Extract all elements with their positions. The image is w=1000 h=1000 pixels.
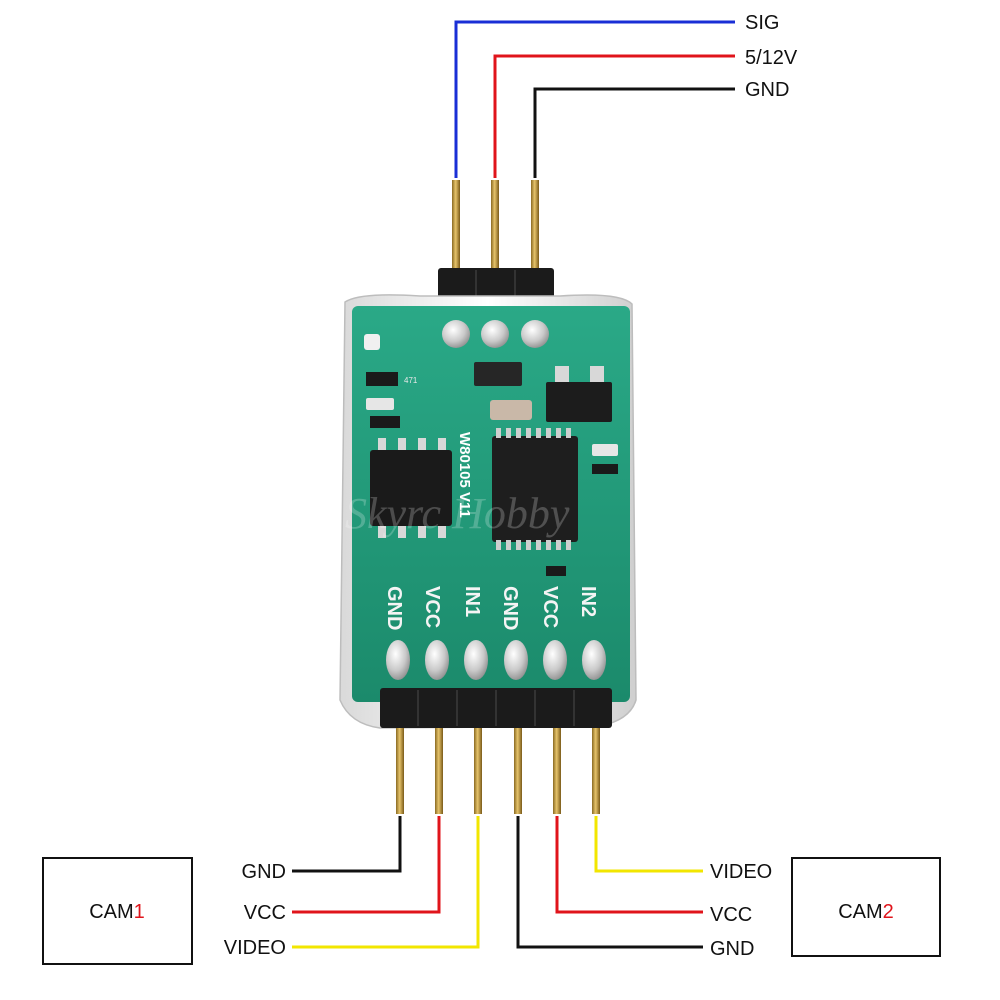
- chip-marking: W80105 V11: [456, 432, 473, 518]
- header-pin: [531, 180, 539, 272]
- top-pad: [521, 320, 549, 348]
- bottom-pad: [386, 640, 410, 680]
- bottom-pad: [425, 640, 449, 680]
- left-ic: [370, 438, 452, 538]
- header-pin: [592, 728, 600, 814]
- pin-label-vcc-2: VCC: [539, 586, 561, 628]
- pin-label-in1: IN1: [461, 586, 483, 617]
- video-switch-board: 471: [339, 294, 637, 729]
- resistor-marking: 471: [404, 376, 418, 385]
- power-label: 5/12V: [745, 47, 798, 69]
- cam1-vcc-label: VCC: [244, 902, 286, 924]
- header-pin: [553, 728, 561, 814]
- pin-label-vcc-1: VCC: [421, 586, 443, 628]
- cam2-video-wire: [594, 816, 703, 873]
- cam1-gnd-label: GND: [242, 861, 286, 883]
- top-pad: [481, 320, 509, 348]
- cam2-label: CAM2: [838, 901, 894, 923]
- tantalum-capacitor: [490, 400, 532, 420]
- top-header: [438, 180, 554, 306]
- cam2-gnd-label: GND: [710, 938, 754, 960]
- pin-label-gnd-2: GND: [499, 586, 521, 630]
- cam1-label: CAM1: [89, 901, 145, 923]
- bottom-pad: [464, 640, 488, 680]
- header-pin: [435, 728, 443, 814]
- header-pin: [474, 728, 482, 814]
- cam2-vcc-wire: [555, 816, 703, 914]
- cam1-video-label: VIDEO: [224, 937, 286, 959]
- bottom-pad: [504, 640, 528, 680]
- right-ic: [492, 428, 578, 550]
- bottom-wires: [292, 816, 703, 949]
- resistor: [366, 372, 398, 386]
- regulator: [546, 382, 612, 422]
- top-wires: [454, 20, 735, 178]
- header-pin: [514, 728, 522, 814]
- cam1-video-wire: [292, 816, 480, 949]
- cam2-gnd-wire: [516, 816, 703, 949]
- sig-label: SIG: [745, 12, 779, 34]
- cam1-box: CAM1: [42, 857, 193, 965]
- top-pad: [442, 320, 470, 348]
- capacitor: [366, 398, 394, 410]
- capacitor: [364, 334, 380, 350]
- header-pin: [396, 728, 404, 814]
- bottom-pad: [543, 640, 567, 680]
- cam1-vcc-wire: [292, 816, 441, 914]
- header-pin: [452, 180, 460, 272]
- resistor: [370, 416, 400, 428]
- resistor: [546, 566, 566, 576]
- transistor: [474, 362, 522, 386]
- sig-wire: [454, 20, 735, 178]
- gnd-label-top: GND: [745, 79, 789, 101]
- bottom-header: [380, 688, 612, 814]
- power-wire: [493, 54, 735, 178]
- cam2-vcc-label: VCC: [710, 904, 752, 926]
- cam2-video-label: VIDEO: [710, 861, 772, 883]
- cam1-gnd-wire: [292, 816, 402, 873]
- cam2-box: CAM2: [791, 857, 941, 957]
- capacitor: [592, 444, 618, 456]
- pin-label-gnd-1: GND: [383, 586, 405, 630]
- resistor: [592, 464, 618, 474]
- bottom-pad: [582, 640, 606, 680]
- pin-label-in2: IN2: [577, 586, 599, 617]
- watermark: Skyrc Hobby: [345, 489, 570, 538]
- header-pin: [491, 180, 499, 272]
- gnd-wire-top: [533, 87, 735, 178]
